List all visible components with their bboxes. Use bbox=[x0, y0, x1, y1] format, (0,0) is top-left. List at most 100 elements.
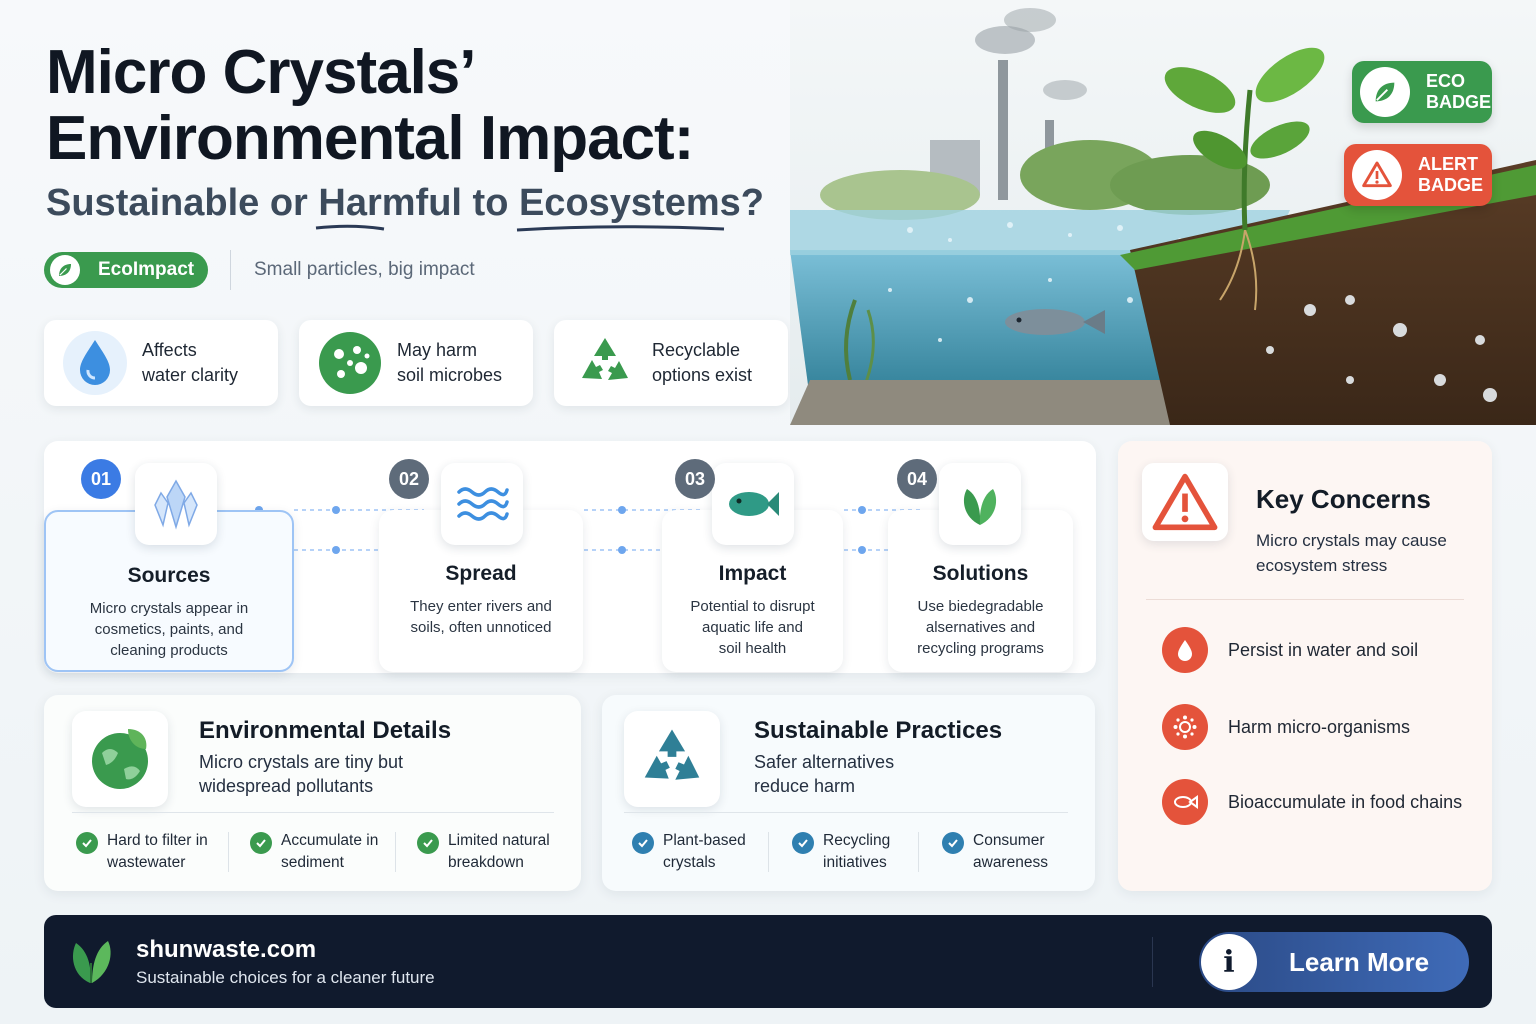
recycle-icon bbox=[624, 711, 720, 807]
env-details-desc-line: widespread pollutants bbox=[199, 776, 374, 796]
footer-site[interactable]: shunwaste.com bbox=[136, 936, 317, 963]
sustainable-practices-card: Sustainable Practices Safer alternatives… bbox=[602, 695, 1095, 891]
feature-soil-line2: soil microbes bbox=[397, 365, 503, 385]
step-desc-line: recycling programs bbox=[917, 640, 1044, 657]
step-desc-line: soil health bbox=[718, 640, 787, 657]
sustainable-title: Sustainable Practices bbox=[754, 717, 1003, 744]
env-details-desc-line: Micro crystals are tiny but bbox=[199, 752, 404, 772]
title-line-1: Micro Crystals’ bbox=[46, 38, 477, 107]
learn-more-label: Learn More bbox=[1289, 946, 1430, 977]
check-text: sediment bbox=[281, 854, 344, 871]
check-icon bbox=[417, 832, 439, 854]
globe-icon bbox=[72, 711, 168, 807]
separator bbox=[768, 832, 769, 872]
check-text: awareness bbox=[973, 854, 1048, 871]
step-title: Sources bbox=[127, 564, 211, 587]
leaf-logo-icon bbox=[64, 933, 120, 994]
check-icon bbox=[632, 832, 654, 854]
step-desc-line: alsernatives and bbox=[925, 619, 1036, 636]
check-item: Consumer awareness bbox=[942, 830, 1048, 874]
alert-badge-line1: ALERT bbox=[1418, 154, 1478, 174]
water-drop-icon bbox=[63, 331, 127, 395]
step-number-badge: 01 bbox=[81, 459, 121, 499]
divider bbox=[624, 812, 1068, 813]
check-text: Recycling bbox=[823, 832, 891, 849]
recycle-icon bbox=[582, 338, 628, 380]
step-title: Spread bbox=[445, 562, 517, 585]
leaf-icon bbox=[1360, 67, 1410, 117]
header-divider bbox=[230, 250, 231, 290]
check-text: Hard to filter in bbox=[107, 832, 208, 849]
environmental-details-card: Environmental Details Micro crystals are… bbox=[44, 695, 581, 891]
check-text: Consumer bbox=[973, 832, 1045, 849]
drop-icon bbox=[1162, 627, 1208, 673]
tagline: Small particles, big impact bbox=[254, 259, 475, 280]
step-card-sources[interactable]: Sources Micro crystals appear in cosmeti… bbox=[44, 510, 294, 672]
leaf-icon bbox=[50, 255, 80, 285]
leaf-icon bbox=[939, 463, 1021, 545]
footer-tagline: Sustainable choices for a cleaner future bbox=[136, 968, 435, 987]
eco-badge-line2: BADGE bbox=[1426, 92, 1492, 112]
fish-icon bbox=[712, 463, 794, 545]
step-desc-line: Micro crystals appear in bbox=[89, 600, 249, 617]
divider bbox=[1146, 599, 1464, 600]
feature-soil-line1: May harm bbox=[397, 340, 478, 360]
separator bbox=[228, 832, 229, 872]
concern-item: Bioaccumulate in food chains bbox=[1162, 779, 1462, 825]
check-item: Hard to filter in wastewater bbox=[76, 830, 208, 874]
separator bbox=[918, 832, 919, 872]
step-title: Impact bbox=[718, 562, 787, 585]
microbe-icon bbox=[319, 332, 381, 394]
check-text: initiatives bbox=[823, 854, 887, 871]
step-title: Solutions bbox=[932, 562, 1029, 585]
warning-icon bbox=[1142, 463, 1228, 541]
step-desc-line: They enter rivers and bbox=[410, 598, 552, 615]
eco-badge: ECO BADGE bbox=[1352, 61, 1492, 123]
feature-card-soil: May harm soil microbes bbox=[299, 320, 533, 406]
step-desc-line: cleaning products bbox=[110, 642, 228, 659]
title-line-2: Environmental Impact: bbox=[46, 104, 694, 173]
step-desc-line: Potential to disrupt bbox=[690, 598, 815, 615]
microorganism-icon bbox=[1162, 704, 1208, 750]
concern-label: Harm micro-organisms bbox=[1228, 716, 1411, 737]
feature-card-recycle: Recyclable options exist bbox=[554, 320, 788, 406]
footer-divider bbox=[1152, 937, 1153, 987]
learn-more-button[interactable]: i Learn More bbox=[1199, 932, 1469, 992]
step-number-badge: 02 bbox=[389, 459, 429, 499]
info-icon: i bbox=[1201, 934, 1257, 990]
key-concerns-card: Key Concerns Micro crystals may cause ec… bbox=[1118, 441, 1492, 891]
check-icon bbox=[250, 832, 272, 854]
check-text: crystals bbox=[663, 854, 716, 871]
alert-badge-line2: BADGE bbox=[1418, 175, 1484, 195]
separator bbox=[395, 832, 396, 872]
env-details-title: Environmental Details bbox=[199, 717, 452, 744]
sustainable-desc-line: reduce harm bbox=[754, 776, 856, 796]
concern-label: Bioaccumulate in food chains bbox=[1228, 791, 1463, 812]
check-item: Limited natural breakdown bbox=[417, 830, 550, 874]
feature-card-water: Affects water clarity bbox=[44, 320, 278, 406]
eco-badge-line1: ECO bbox=[1426, 71, 1466, 91]
step-number-badge: 03 bbox=[675, 459, 715, 499]
step-desc-line: Use biedegradable bbox=[917, 598, 1044, 615]
check-text: Limited natural bbox=[448, 832, 550, 849]
check-text: wastewater bbox=[107, 854, 186, 871]
concern-item: Harm micro-organisms bbox=[1162, 704, 1410, 750]
key-concerns-desc-line: Micro crystals may cause bbox=[1256, 531, 1447, 550]
key-concerns-title: Key Concerns bbox=[1256, 484, 1431, 514]
pill-label: EcoImpact bbox=[98, 259, 195, 280]
check-icon bbox=[76, 832, 98, 854]
concern-label: Persist in water and soil bbox=[1228, 639, 1419, 660]
ecoimpact-pill[interactable]: EcoImpact bbox=[44, 252, 208, 288]
warning-icon bbox=[1352, 150, 1402, 200]
divider bbox=[72, 812, 554, 813]
feature-recycle-line1: Recyclable bbox=[652, 340, 741, 360]
waves-icon bbox=[441, 463, 523, 545]
page-title: Micro Crystals’ Environmental Impact: bbox=[46, 40, 806, 172]
sustainable-desc-line: Safer alternatives bbox=[754, 752, 895, 772]
page-subtitle: Sustainable or Harmful to Ecosystems? bbox=[46, 182, 764, 224]
feature-water-line2: water clarity bbox=[142, 365, 239, 385]
step-desc-line: aquatic life and bbox=[702, 619, 803, 636]
check-text: Accumulate in bbox=[281, 832, 379, 849]
check-text: breakdown bbox=[448, 854, 524, 871]
